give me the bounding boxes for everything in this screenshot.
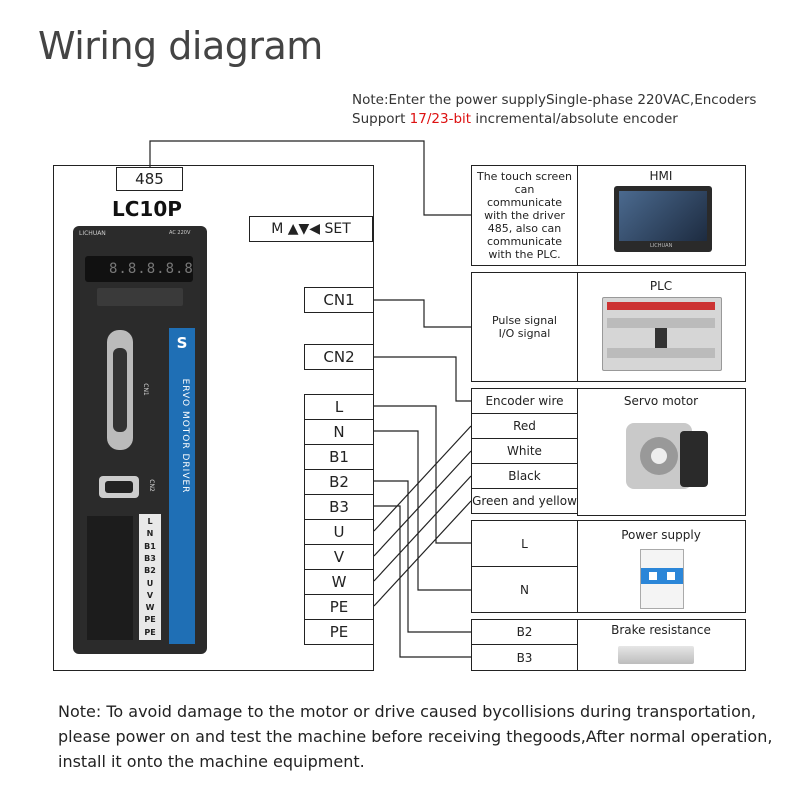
hmi-panel: HMI LICHUAN [577,165,746,266]
cn2-device-label: CN2 [147,479,155,492]
bottom-note-line3: install it onto the machine equipment. [58,752,365,771]
brake-title: Brake resistance [611,623,711,637]
wire-cn2-encoder [374,356,471,402]
driver-model: LC10P [112,197,182,221]
hmi-screen-image: LICHUAN [614,186,712,252]
driver-voltage: AC 220V [169,230,191,236]
power-note-line1: Note:Enter the power supplySingle-phase … [352,92,757,108]
hmi-brand: LICHUAN [650,243,673,249]
plc-title: PLC [649,279,673,293]
wire-b3 [374,505,471,658]
device-terminal-label: W [145,603,155,613]
driver-brand: LICHUAN [79,230,106,237]
display-digits: 8.8.8.8.8 [109,261,194,277]
driver-side-band: S ERVO MOTOR DRIVER [169,328,195,644]
plc-panel: PLC [577,272,746,382]
hmi-description: The touch screen can communicate with th… [471,165,578,266]
motor-wire-encoder-wire: Encoder wire [471,388,578,414]
wire-v-white [373,450,472,557]
terminal-l: L [304,394,374,420]
wire-cn1-plc [374,299,471,328]
brake-resistor-image [618,646,694,664]
brake-resistance-panel: Brake resistance [577,619,746,671]
device-terminal-label: PE [144,627,156,637]
plc-pulse-label: Pulse signal [491,314,557,327]
terminal-screws [87,516,133,640]
motor-wire-red: Red [471,413,578,439]
terminal-v: V [304,544,374,570]
power-supply-panel: Power supply [577,520,746,613]
terminal-b2: B2 [304,469,374,495]
note-text: Support [352,111,410,127]
cn1-connector [107,330,133,450]
terminal-b3: B3 [304,494,374,520]
keypad-label: M ▲▼◀ SET [249,216,373,242]
power-n: N [471,566,578,613]
port-485: 485 [116,167,183,191]
terminal-w: W [304,569,374,595]
device-terminal-label: V [146,590,154,600]
power-l: L [471,520,578,567]
device-terminal-label: N [146,529,154,539]
servo-motor-panel: Servo motor [577,388,746,516]
wire-pe-green [373,500,472,607]
motor-wire-green-and-yellow: Green and yellow [471,488,578,514]
terminal-pe-2: PE [304,619,374,645]
bottom-note-line2: please power on and test the machine bef… [58,727,773,746]
plc-description: Pulse signal I/O signal [471,272,578,382]
driver-display: 8.8.8.8.8 [85,256,193,282]
driver-side-text: ERVO MOTOR DRIVER [180,378,190,494]
device-terminal-label: U [146,578,154,588]
power-supply-title: Power supply [621,528,701,542]
encoder-bits-highlight: 17/23-bit [409,111,472,127]
plc-io-label: I/O signal [498,327,551,340]
device-terminal-label: PE [144,615,156,625]
bottom-note-line1: Note: To avoid damage to the motor or dr… [58,702,757,721]
device-terminal-label: B2 [144,566,156,576]
terminal-u: U [304,519,374,545]
wire-w-black [373,475,472,582]
motor-wire-black: Black [471,463,578,489]
plc-image [602,297,722,371]
note-text: incremental/absolute encoder [471,111,678,127]
terminal-pe: PE [304,594,374,620]
terminal-n: N [304,419,374,445]
page-title: Wiring diagram [38,24,323,68]
device-terminal-label: L [147,517,153,526]
driver-keys [97,288,183,306]
terminal-b1: B1 [304,444,374,470]
servo-driver-image: LICHUAN AC 220V 8.8.8.8.8 S ERVO MOTOR D… [73,226,207,654]
device-terminal-label: B1 [144,541,156,551]
wire-n [374,430,471,591]
device-terminal-label: B3 [144,553,156,563]
cn1-label: CN1 [304,287,374,313]
servo-motor-title: Servo motor [623,394,699,408]
wire-b2 [374,480,471,633]
brake-b2: B2 [471,619,578,645]
power-note-line2: Support 17/23-bit incremental/absolute e… [352,111,678,127]
wire-l [374,405,471,544]
hmi-title: HMI [649,169,673,183]
brand-s-letter: S [176,334,188,352]
breaker-image [640,549,684,609]
brake-b3: B3 [471,644,578,671]
cn2-connector [99,476,139,498]
wire-u-red [373,425,472,532]
cn2-label: CN2 [304,344,374,370]
cn1-device-label: CN1 [141,383,149,396]
servo-motor-body [680,431,708,487]
motor-wire-white: White [471,438,578,464]
